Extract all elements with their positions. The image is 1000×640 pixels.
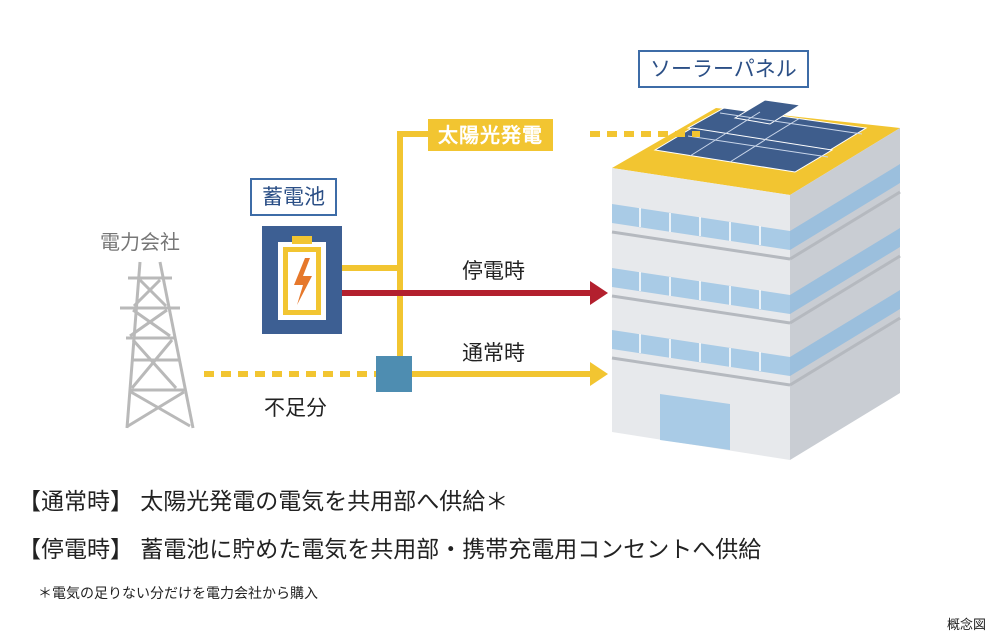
building-door xyxy=(660,394,730,450)
blackout-arrow-icon xyxy=(590,281,608,305)
blackout-label: 停電時 xyxy=(462,259,525,283)
window-row xyxy=(790,290,900,376)
caption-blackout: 【停電時】 蓄電池に貯めた電気を共用部・携帯充電用コンセントへ供給 xyxy=(18,537,762,563)
battery-icon xyxy=(262,226,342,334)
window-row xyxy=(790,228,900,314)
caption-normal: 【通常時】 太陽光発電の電気を共用部へ供給＊ xyxy=(18,489,509,515)
footnote: ＊電気の足りない分だけを電力会社から購入 xyxy=(38,586,318,602)
normal-arrow-icon xyxy=(590,362,608,386)
building xyxy=(611,99,901,460)
window-row xyxy=(612,204,790,250)
solar-panel-icon xyxy=(653,99,868,173)
shortfall-label: 不足分 xyxy=(264,396,327,420)
building-side-face xyxy=(790,128,900,460)
transmission-tower-icon xyxy=(120,261,195,429)
solar-panel-label: ソーラーパネル xyxy=(638,50,809,88)
window-row xyxy=(790,164,900,250)
solar-power-label: 太陽光発電 xyxy=(428,119,553,151)
junction-box xyxy=(376,356,412,392)
window-row xyxy=(612,330,790,376)
normal-label: 通常時 xyxy=(462,341,525,365)
window-row xyxy=(612,268,790,314)
battery-label: 蓄電池 xyxy=(250,178,337,216)
concept-note: 概念図 xyxy=(946,618,986,633)
power-company-label: 電力会社 xyxy=(100,230,180,254)
